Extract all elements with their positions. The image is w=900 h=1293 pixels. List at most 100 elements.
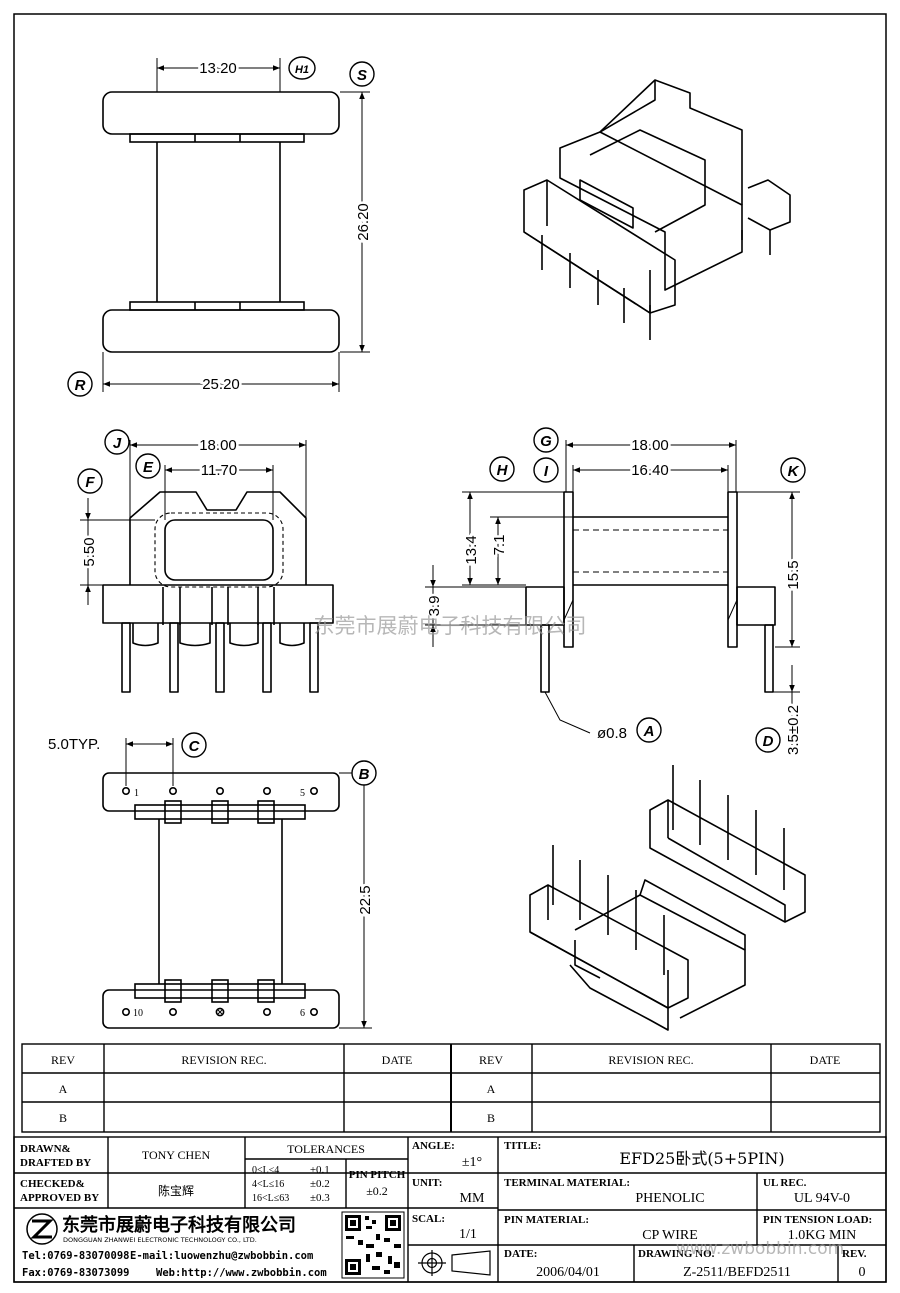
pin-tension-label: PIN TENSION LOAD: — [763, 1214, 872, 1226]
checked-value: 陈宝辉 — [158, 1183, 194, 1198]
rev-row-b-right: B — [487, 1111, 495, 1125]
dim-18-00-side: 18.00 — [631, 437, 669, 454]
unit-value: MM — [460, 1191, 485, 1206]
rev-value: 0 — [859, 1265, 866, 1280]
title-label: TITLE: — [504, 1140, 541, 1152]
dim-11-70: 11.70 — [201, 462, 237, 479]
label-c: C — [181, 732, 207, 758]
dim-pitch: 5.0TYP. — [48, 736, 100, 753]
label-s: S — [349, 61, 375, 87]
pin-label-10: 10 — [133, 1008, 143, 1019]
top-view-dims — [102, 58, 370, 392]
svg-text:B: B — [359, 766, 370, 783]
dim-16-40: 16.40 — [631, 462, 669, 479]
label-d: D — [755, 727, 781, 753]
pin-material-value: CP WIRE — [642, 1228, 698, 1243]
rev-row-a-right: A — [487, 1082, 496, 1096]
label-j: J — [104, 429, 130, 455]
side-view-dims — [425, 440, 800, 745]
terminal-material-value: PHENOLIC — [635, 1191, 704, 1206]
checked-label-1: CHECKED& — [20, 1178, 85, 1190]
label-k: K — [780, 457, 806, 483]
dim-15-5: 15.5 — [785, 560, 802, 589]
svg-text:D: D — [763, 733, 774, 750]
svg-text:G: G — [540, 433, 552, 450]
iso-view-top — [523, 79, 791, 340]
date-value: 2006/04/01 — [536, 1265, 600, 1280]
label-e: E — [135, 453, 161, 479]
pin-label-6: 6 — [300, 1008, 305, 1019]
svg-text:K: K — [788, 463, 800, 480]
tolerances-label: TOLERANCES — [287, 1142, 365, 1156]
checked-label-2: APPROVED BY — [20, 1192, 99, 1204]
iso-view-bottom — [529, 765, 806, 1031]
drawn-value: TONY CHEN — [142, 1148, 211, 1162]
company-name-cn: 东莞市展蔚电子科技有限公司 — [62, 1214, 296, 1236]
rev-row-a-left: A — [59, 1082, 68, 1096]
pin-tension-value: 1.0KG MIN — [788, 1228, 856, 1243]
label-g: G — [533, 427, 559, 453]
dim-3-9: 3.9 — [426, 596, 443, 617]
label-i: I — [533, 457, 559, 483]
rev-header-5: REVISION REC. — [608, 1053, 693, 1067]
front-view — [102, 491, 334, 693]
angle-label: ANGLE: — [412, 1140, 455, 1152]
label-a: A — [636, 717, 662, 743]
svg-text:A: A — [643, 723, 655, 740]
company-web: Web:http://www.zwbobbin.com — [156, 1267, 327, 1279]
pin-label-5: 5 — [300, 788, 305, 799]
dim-13-20: 13.20 — [199, 60, 237, 77]
svg-text:J: J — [113, 435, 122, 452]
title-value: EFD25卧式(5+5PIN) — [619, 1149, 784, 1168]
svg-text:S: S — [357, 67, 367, 84]
drawing-no-label: DRAWING NO. — [638, 1248, 715, 1260]
dim-25-20: 25.20 — [202, 376, 240, 393]
company-tel: Tel:0769-83070098 — [22, 1250, 129, 1262]
bottom-view — [102, 772, 340, 1029]
front-view-dims — [80, 440, 307, 605]
svg-text:R: R — [75, 377, 86, 394]
svg-text:I: I — [544, 463, 549, 480]
date-label: DATE: — [504, 1248, 537, 1260]
tol-value-1: ±0.1 — [310, 1164, 330, 1176]
angle-value: ±1° — [462, 1155, 482, 1170]
tol-range-2: 4<L≤16 — [252, 1179, 284, 1190]
ul-rec-label: UL REC. — [763, 1177, 807, 1189]
label-h1: H1 — [288, 56, 316, 80]
company-fax: Fax:0769-83073099 — [22, 1267, 129, 1279]
company-email: E-mail:luowenzhu@zwbobbin.com — [130, 1250, 313, 1262]
rev-header-3: DATE — [382, 1053, 413, 1067]
scale-value: 1/1 — [459, 1227, 477, 1242]
dim-7-1: 7.1 — [491, 535, 508, 556]
dim-22-5: 22.5 — [357, 885, 374, 914]
svg-text:F: F — [85, 474, 95, 491]
svg-text:H: H — [497, 462, 509, 479]
dim-pin-diameter: ø0.8 — [597, 725, 627, 742]
svg-text:E: E — [143, 459, 154, 476]
drawn-label-1: DRAWN& — [20, 1143, 71, 1155]
pin-pitch-value: ±0.2 — [366, 1184, 388, 1198]
svg-text:C: C — [189, 738, 201, 755]
company-logo — [26, 1213, 58, 1245]
scale-label: SCAL: — [412, 1213, 445, 1225]
pin-pitch-label: PIN PITCH — [349, 1169, 406, 1181]
label-h: H — [489, 456, 515, 482]
label-f: F — [77, 468, 103, 494]
dim-13-4: 13.4 — [463, 535, 480, 564]
rev-row-b-left: B — [59, 1111, 67, 1125]
dim-18-00-front: 18.00 — [199, 437, 237, 454]
drawn-label-2: DRAFTED BY — [20, 1157, 91, 1169]
rev-header-6: DATE — [810, 1053, 841, 1067]
dim-pin-length: 3.5±0.2 — [785, 705, 802, 755]
side-view — [525, 491, 776, 693]
unit-label: UNIT: — [412, 1177, 442, 1189]
rev-header-4: REV — [479, 1053, 503, 1067]
tol-value-3: ±0.3 — [310, 1192, 330, 1204]
tol-range-3: 16<L≤63 — [252, 1193, 289, 1204]
company-name-en: DONGGUAN ZHANWEI ELECTRONIC TECHNOLOGY C… — [63, 1236, 257, 1244]
top-view — [102, 91, 340, 353]
tol-value-2: ±0.2 — [310, 1178, 330, 1190]
revision-table — [21, 1043, 881, 1133]
rev-header-1: REV — [51, 1053, 75, 1067]
